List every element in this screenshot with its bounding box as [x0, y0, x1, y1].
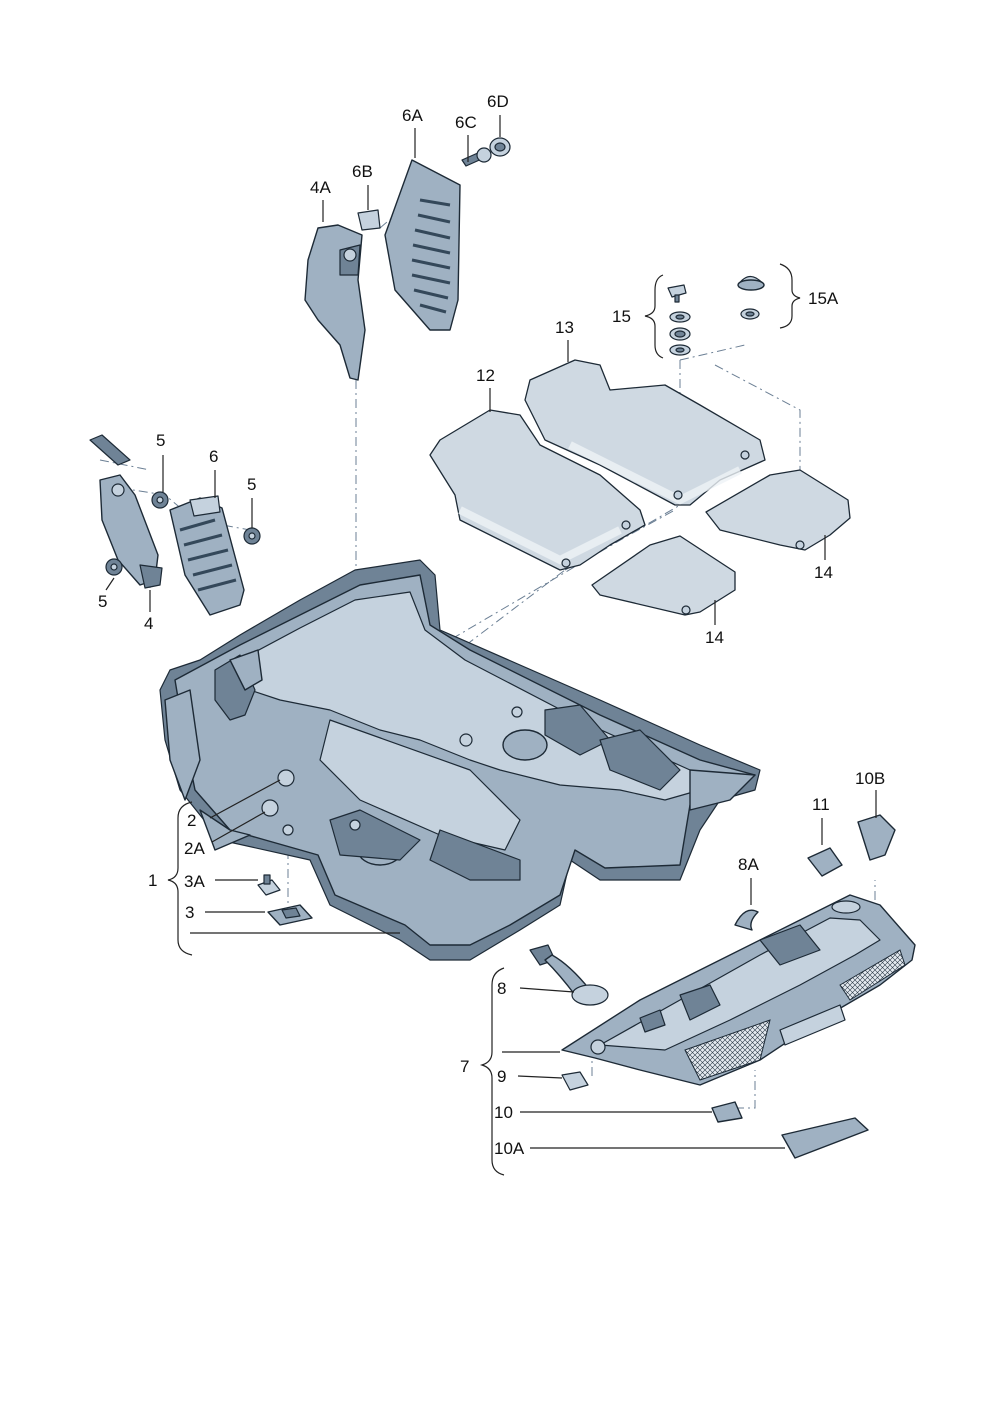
label-13: 13 [555, 318, 574, 337]
label-6b: 6B [352, 162, 373, 181]
part-9-clip [561, 1071, 589, 1091]
label-4: 4 [144, 614, 153, 633]
callout-labels: 1 2 2A 3A 3 4 4A 5 5 5 6 6A 6B 6C 6D 7 8… [98, 92, 885, 1158]
label-10b: 10B [855, 769, 885, 788]
part-3-clip [267, 904, 313, 926]
part-10b-cover [857, 814, 896, 861]
label-10: 10 [494, 1103, 513, 1122]
label-8a: 8A [738, 855, 759, 874]
braces [167, 263, 801, 1176]
label-6d: 6D [487, 92, 509, 111]
part-3a-clip [257, 874, 281, 896]
part-15-fasteners [667, 284, 691, 356]
part-6c-screw [461, 147, 492, 167]
label-6a: 6A [402, 106, 423, 125]
label-9: 9 [497, 1067, 506, 1086]
part-15a-fasteners [737, 275, 765, 320]
part-6d-cap [489, 137, 511, 157]
part-6b-clip [357, 209, 381, 231]
label-5-top: 5 [156, 431, 165, 450]
part-4a-bracket [304, 224, 366, 381]
label-2a: 2A [184, 839, 205, 858]
floor-carpet [159, 559, 761, 961]
floor-mat-14-left [591, 535, 736, 616]
label-3a: 3A [184, 872, 205, 891]
leader-lines [105, 115, 877, 1149]
label-6: 6 [209, 447, 218, 466]
label-2: 2 [187, 811, 196, 830]
label-3: 3 [185, 903, 194, 922]
part-4-heel-plate [89, 434, 163, 589]
label-11: 11 [812, 795, 830, 814]
part-5-nuts [105, 491, 261, 576]
label-10a: 10A [494, 1139, 525, 1158]
part-10-clip [711, 1101, 743, 1123]
part-6-heel-pad [169, 495, 245, 616]
label-12: 12 [476, 366, 495, 385]
label-15: 15 [612, 307, 631, 326]
floor-mat-14-right [705, 469, 851, 551]
label-5-right: 5 [247, 475, 256, 494]
label-5-left: 5 [98, 592, 107, 611]
parcel-shelf [561, 894, 916, 1086]
part-11-cap [807, 847, 843, 877]
floor-mat-12 [429, 409, 646, 571]
label-8: 8 [497, 979, 506, 998]
part-8-bracket [529, 944, 609, 1006]
label-6c: 6C [455, 113, 477, 132]
part-6a-mat-pad [384, 159, 461, 331]
label-7: 7 [460, 1057, 469, 1076]
floor-mat-13 [524, 359, 766, 506]
part-8a-grommet [734, 909, 759, 931]
label-15a: 15A [808, 289, 839, 308]
part-10a-vent [781, 1117, 869, 1159]
label-14-right: 14 [814, 563, 833, 582]
label-14-left: 14 [705, 628, 724, 647]
label-1: 1 [148, 871, 157, 890]
label-4a: 4A [310, 178, 331, 197]
